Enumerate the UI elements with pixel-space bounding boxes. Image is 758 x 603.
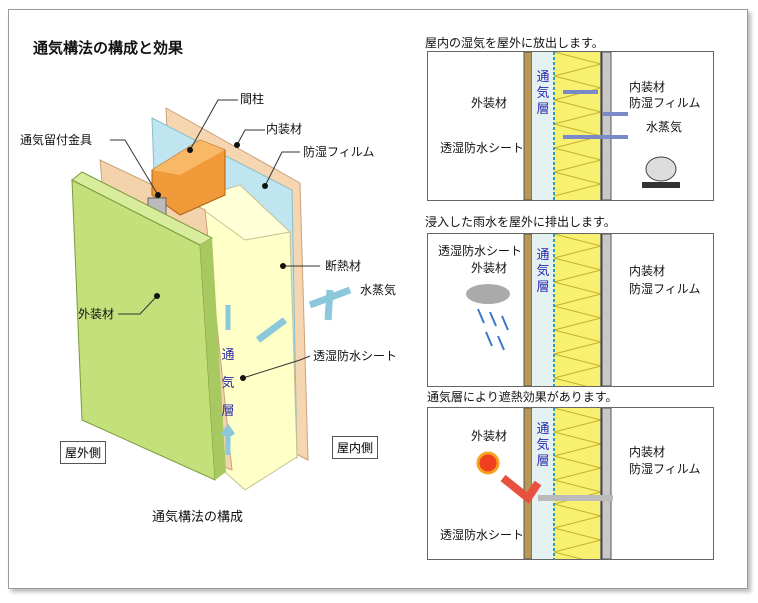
panel2-film: 防湿フィルム bbox=[629, 282, 701, 296]
label-fastener: 通気留付金具 bbox=[20, 133, 93, 147]
panel1-film: 防湿フィルム bbox=[629, 96, 701, 110]
label-exterior: 外装材 bbox=[78, 307, 115, 321]
panel-moisture: 通気層 外装材 内装材 防湿フィルム 水蒸気 透湿防水シート bbox=[427, 51, 714, 201]
air-arrow bbox=[220, 305, 236, 455]
vapor-arrow bbox=[255, 286, 352, 343]
panel1-air-layer: 通気層 bbox=[536, 70, 550, 117]
panel2-sheet: 透湿防水シート bbox=[438, 244, 523, 258]
inside-label: 屋内側 bbox=[332, 436, 379, 459]
main-caption: 通気構法の構成 bbox=[152, 510, 244, 525]
panel1-exterior: 外装材 bbox=[471, 96, 508, 110]
label-interior: 内装材 bbox=[266, 122, 303, 136]
kettle-icon bbox=[645, 156, 677, 182]
label-air-layer: 通気層 bbox=[221, 348, 235, 419]
sun-icon bbox=[476, 451, 500, 475]
panel2-exterior: 外装材 bbox=[471, 261, 508, 275]
label-insulation: 断熱材 bbox=[325, 259, 362, 273]
panel-heat: 通気層 外装材 内装材 防湿フィルム 透湿防水シート bbox=[427, 407, 714, 560]
label-sheet: 透湿防水シート bbox=[313, 349, 398, 363]
panel3-heading: 通気層により遮熱効果があります。 bbox=[427, 390, 618, 404]
outside-label: 屋外側 bbox=[60, 441, 107, 464]
panel3-air-layer: 通気層 bbox=[536, 422, 550, 469]
panel1-heading: 屋内の湿気を屋外に放出します。 bbox=[425, 36, 604, 50]
panel1-vapor: 水蒸気 bbox=[646, 120, 683, 134]
label-vapor: 水蒸気 bbox=[360, 283, 397, 297]
panel2-air-layer: 通気層 bbox=[536, 248, 550, 295]
panel2-heading: 浸入した雨水を屋外に排出します。 bbox=[425, 215, 616, 229]
heat-arrow bbox=[500, 474, 542, 504]
panel3-interior: 内装材 bbox=[629, 445, 666, 459]
panel1-interior: 内装材 bbox=[629, 80, 666, 94]
panel3-sheet: 透湿防水シート bbox=[440, 528, 525, 542]
label-film: 防湿フィルム bbox=[303, 145, 375, 159]
panel-rain: 通気層 透湿防水シート 外装材 内装材 防湿フィルム bbox=[427, 233, 714, 387]
cloud-icon bbox=[466, 284, 510, 304]
stove-icon bbox=[642, 182, 680, 188]
panel2-interior: 内装材 bbox=[629, 264, 666, 278]
label-stud: 間柱 bbox=[240, 92, 265, 106]
panel3-film: 防湿フィルム bbox=[629, 462, 701, 476]
panel1-sheet: 透湿防水シート bbox=[440, 141, 525, 155]
wall-structure-illustration bbox=[71, 99, 352, 491]
figure-title: 通気構法の構成と効果 bbox=[33, 39, 184, 57]
panel3-exterior: 外装材 bbox=[471, 429, 508, 443]
